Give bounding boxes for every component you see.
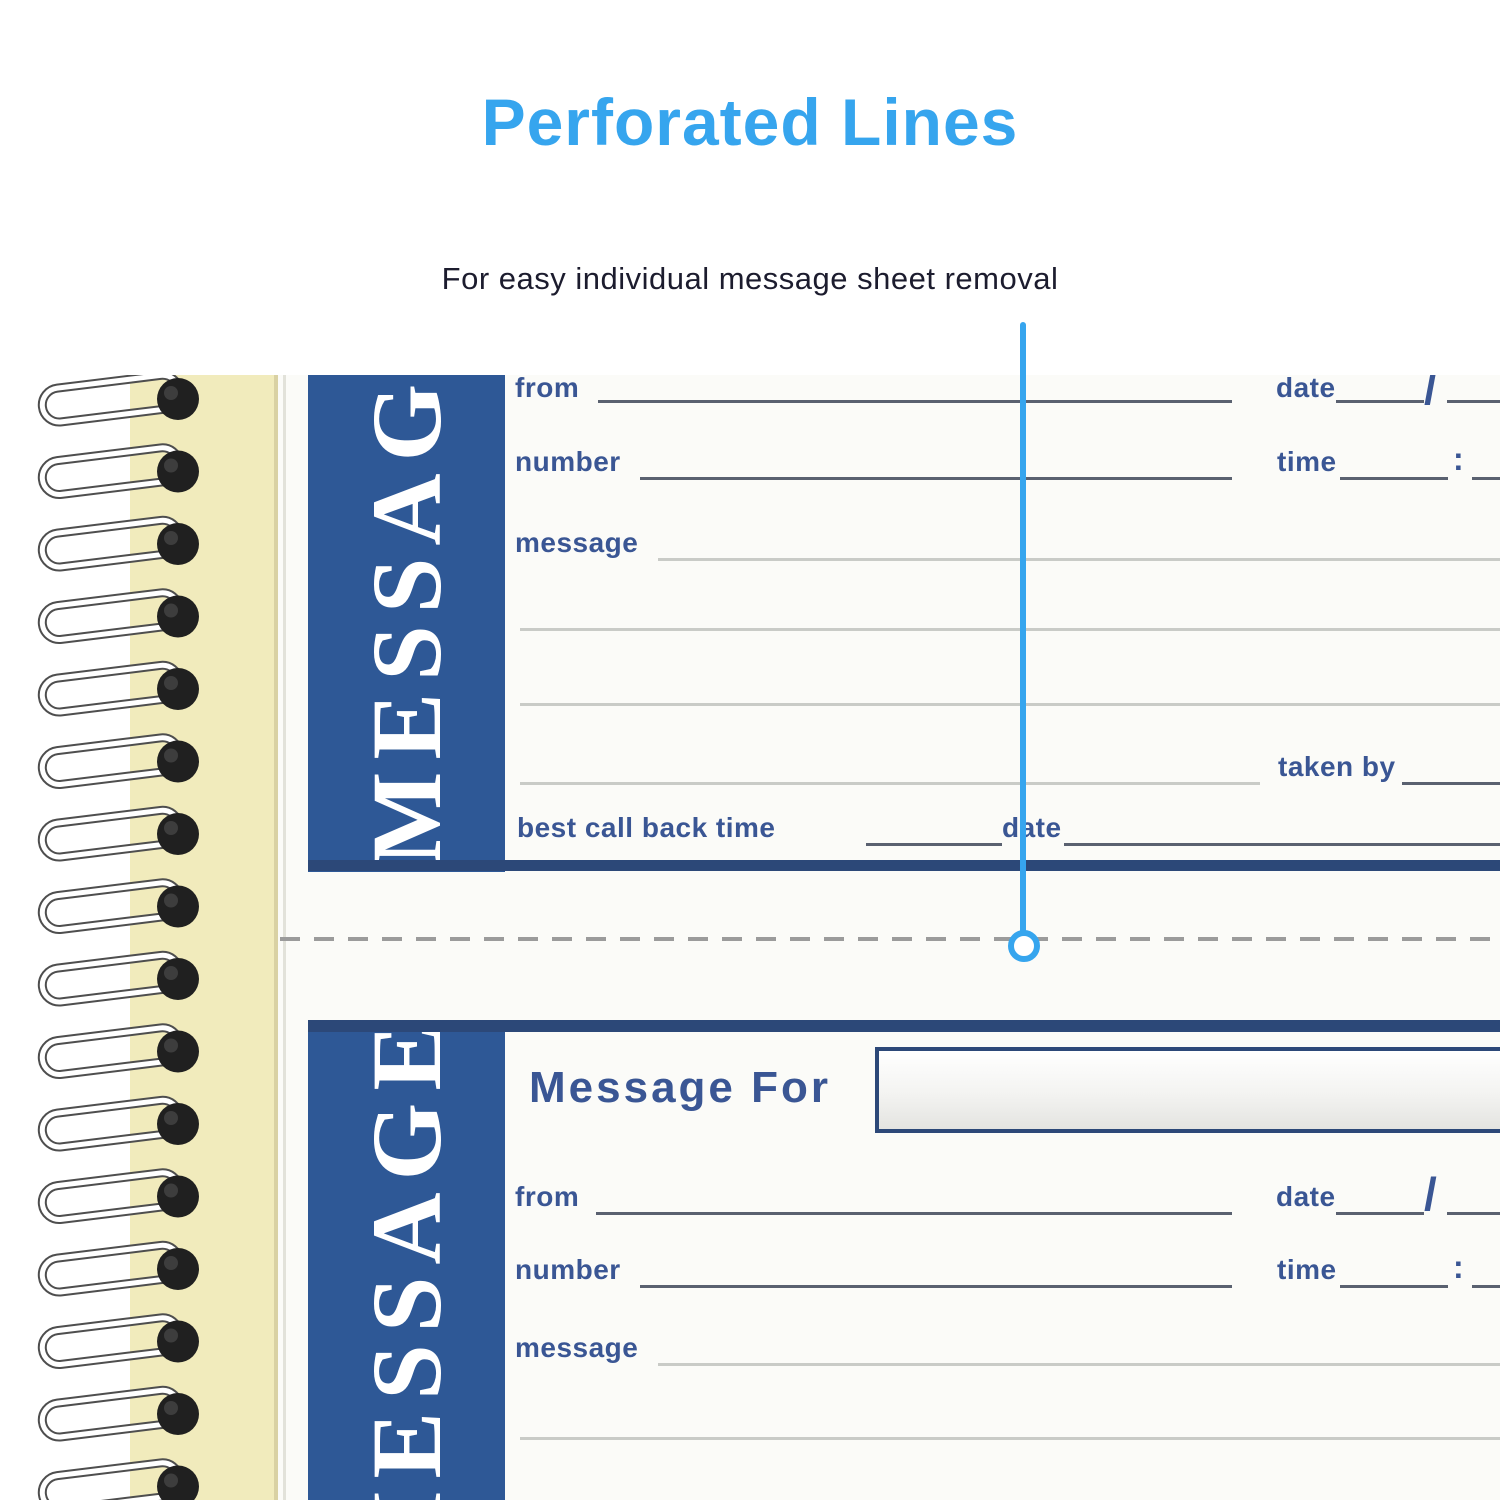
field-line [1472,1285,1500,1288]
field-label-time: time [1277,446,1337,477]
field-line [1340,477,1448,480]
spiral-binding-icon [0,375,230,1500]
writing-line [520,703,1500,706]
field-line [640,1285,1232,1288]
field-line [1336,400,1424,403]
form-divider [308,860,1500,871]
writing-line [658,1363,1500,1366]
date-slash: / [1424,375,1437,414]
field-line [1340,1285,1448,1288]
field-label-from: from [515,1181,580,1212]
field-line [1447,400,1500,403]
feature-subtitle: For easy individual message sheet remova… [441,261,1059,296]
field-label-message-for: Message For [529,1063,831,1112]
message-banner-bottom: MESSAGE [308,1032,505,1500]
field-label-from: from [515,375,580,403]
callout-marker [1008,930,1040,962]
time-colon: : [1453,1249,1464,1285]
field-line [1447,1212,1500,1215]
banner-vertical-label: MESSAGE [351,1032,462,1500]
time-colon: : [1453,441,1464,477]
backing-sheet-edge [130,375,278,1500]
field-label-number: number [515,446,621,477]
field-label-taken-by: taken by [1278,751,1396,782]
perforation-line [280,937,1500,941]
field-label-number: number [515,1254,621,1285]
writing-line [520,782,1260,785]
field-label-best-call-back: best call back time [517,812,776,843]
field-label-date: date [1276,1181,1336,1212]
writing-line [520,628,1500,631]
message-for-box [875,1047,1500,1133]
date-slash: / [1424,1168,1437,1220]
field-line [1064,843,1500,846]
page-title: Perforated Lines [481,85,1019,159]
field-label-date: date [1002,812,1062,843]
field-label-message: message [515,527,639,558]
field-line [640,477,1232,480]
field-line [596,1212,1232,1215]
message-banner-top: MESSAGE [308,375,505,872]
field-line [598,400,1232,403]
field-line [1336,1212,1424,1215]
field-label-message: message [515,1332,639,1363]
banner-vertical-label: MESSAGE [351,375,462,866]
form-divider [308,1020,1500,1032]
field-line [1472,477,1500,480]
callout-line [1020,322,1026,934]
field-label-time: time [1277,1254,1337,1285]
message-book-photo: MESSAGE from date / number time : messag… [0,375,1500,1500]
field-line [866,843,1002,846]
field-line [1402,782,1500,785]
writing-line [658,558,1500,561]
writing-line [520,1437,1500,1440]
field-label-date: date [1276,375,1336,403]
